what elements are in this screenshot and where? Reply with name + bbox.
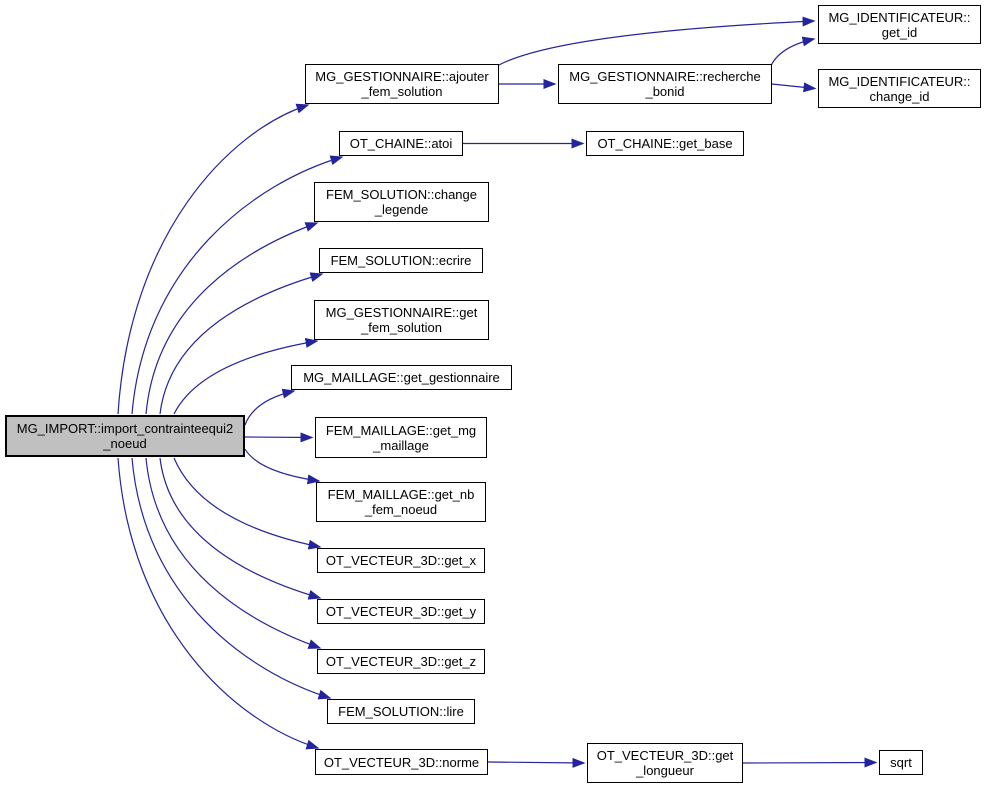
graph-node-sqrt[interactable]: sqrt bbox=[879, 750, 923, 775]
edge-main-to-get_gestionnaire bbox=[244, 388, 296, 426]
node-label-line: MG_IMPORT::import_contrainteequi2 bbox=[16, 421, 234, 436]
graph-node-get_longueur[interactable]: OT_VECTEUR_3D::get_longueur bbox=[587, 743, 743, 783]
node-label-line: MG_GESTIONNAIRE::recherche bbox=[569, 69, 761, 84]
edge-main-to-get_nb_fem_noeud bbox=[244, 448, 321, 485]
node-label-line: OT_CHAINE::get_base bbox=[597, 136, 733, 151]
graph-node-main: MG_IMPORT::import_contrainteequi2_noeud bbox=[5, 415, 245, 457]
edge-main-to-norme bbox=[117, 457, 320, 750]
node-label-line: MG_GESTIONNAIRE::ajouter bbox=[315, 69, 489, 84]
graph-node-change_legende[interactable]: FEM_SOLUTION::change_legende bbox=[314, 182, 489, 222]
node-label-line: _fem_solution bbox=[361, 320, 442, 335]
node-label-line: change_id bbox=[869, 88, 930, 104]
graph-node-get_x[interactable]: OT_VECTEUR_3D::get_x bbox=[317, 548, 485, 573]
node-label-line: MG_MAILLAGE::get_gestionnaire bbox=[303, 370, 500, 385]
node-label-line: OT_VECTEUR_3D::get_y bbox=[325, 604, 477, 619]
edge-main-to-change_legende bbox=[145, 222, 319, 415]
graph-node-get_nb_fem_noeud[interactable]: FEM_MAILLAGE::get_nb_fem_noeud bbox=[316, 482, 486, 522]
graph-node-atoi[interactable]: OT_CHAINE::atoi bbox=[339, 131, 463, 156]
node-label-line: _maillage bbox=[373, 437, 429, 453]
node-label-line: OT_CHAINE::atoi bbox=[349, 136, 453, 151]
graph-node-get_mg_maillage[interactable]: FEM_MAILLAGE::get_mg_maillage bbox=[315, 417, 487, 458]
edge-ajouter-to-get_id bbox=[496, 16, 816, 67]
node-label-line: _longueur bbox=[636, 763, 694, 778]
graph-node-recherche_bonid[interactable]: MG_GESTIONNAIRE::recherche_bonid bbox=[558, 64, 772, 104]
graph-node-get_y[interactable]: OT_VECTEUR_3D::get_y bbox=[317, 599, 485, 624]
node-label-line: FEM_SOLUTION::change bbox=[326, 187, 477, 202]
graph-node-norme[interactable]: OT_VECTEUR_3D::norme bbox=[315, 749, 488, 775]
edge-norme-to-get_longueur bbox=[487, 757, 586, 768]
graph-node-lire[interactable]: FEM_SOLUTION::lire bbox=[327, 699, 475, 724]
node-label-line: OT_VECTEUR_3D::norme bbox=[323, 754, 480, 770]
edge-recherche_bonid-to-get_id bbox=[769, 36, 816, 69]
edge-main-to-lire bbox=[131, 457, 332, 700]
edge-recherche_bonid-to-change_id bbox=[771, 82, 817, 93]
graph-node-get_gestionnaire[interactable]: MG_MAILLAGE::get_gestionnaire bbox=[291, 365, 512, 390]
graph-node-change_id[interactable]: MG_IDENTIFICATEUR::change_id bbox=[818, 69, 981, 108]
node-label-line: FEM_MAILLAGE::get_mg bbox=[325, 422, 477, 438]
node-label-line: _fem_solution bbox=[361, 84, 443, 99]
node-label-line: get_id bbox=[881, 24, 918, 40]
edge-get_longueur-to-sqrt bbox=[742, 757, 878, 768]
graph-node-get_fem_solution[interactable]: MG_GESTIONNAIRE::get_fem_solution bbox=[314, 300, 489, 340]
graph-node-get_id[interactable]: MG_IDENTIFICATEUR::get_id bbox=[818, 5, 981, 44]
graph-node-ajouter[interactable]: MG_GESTIONNAIRE::ajouter_fem_solution bbox=[305, 64, 499, 104]
node-label-line: MG_IDENTIFICATEUR:: bbox=[828, 9, 971, 25]
node-label-line: sqrt bbox=[890, 755, 912, 770]
node-label-line: OT_VECTEUR_3D::get_x bbox=[325, 553, 477, 568]
node-label-line: _fem_noeud bbox=[364, 502, 438, 517]
edge-main-to-ajouter bbox=[117, 103, 310, 415]
node-label-line: FEM_SOLUTION::ecrire bbox=[330, 253, 472, 268]
graph-node-ecrire[interactable]: FEM_SOLUTION::ecrire bbox=[319, 248, 483, 273]
edge-main-to-ecrire bbox=[159, 272, 324, 415]
edge-main-to-get_z bbox=[145, 457, 322, 649]
node-label-line: _noeud bbox=[103, 436, 147, 451]
node-label-line: MG_GESTIONNAIRE::get bbox=[325, 305, 478, 320]
edge-main-to-get_y bbox=[159, 457, 322, 600]
node-label-line: _bonid bbox=[645, 84, 685, 99]
node-label-line: MG_IDENTIFICATEUR:: bbox=[828, 73, 971, 89]
graph-node-get_base[interactable]: OT_CHAINE::get_base bbox=[586, 131, 744, 156]
edge-main-to-get_x bbox=[173, 457, 322, 550]
node-label-line: FEM_SOLUTION::lire bbox=[338, 704, 464, 719]
node-label-line: FEM_MAILLAGE::get_nb bbox=[327, 487, 475, 502]
edge-main-to-atoi bbox=[131, 155, 344, 415]
edge-main-to-get_fem_solution bbox=[173, 337, 319, 415]
node-label-line: OT_VECTEUR_3D::get bbox=[596, 748, 734, 763]
edge-main-to-get_mg_maillage bbox=[244, 432, 314, 443]
graph-node-get_z[interactable]: OT_VECTEUR_3D::get_z bbox=[317, 649, 485, 674]
node-label-line: _legende bbox=[374, 202, 429, 217]
node-label-line: OT_VECTEUR_3D::get_z bbox=[325, 654, 477, 669]
